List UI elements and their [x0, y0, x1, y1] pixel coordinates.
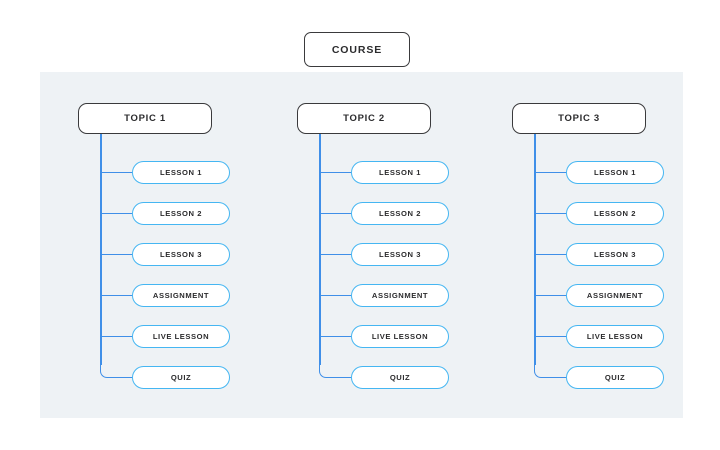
- connector-elbow: [100, 364, 114, 379]
- connector-stub: [100, 335, 132, 338]
- topic-item-row: QUIZ: [512, 364, 672, 389]
- lesson-pill-label: ASSIGNMENT: [586, 291, 644, 300]
- topic-item-row: ASSIGNMENT: [512, 284, 672, 307]
- lesson-pill[interactable]: LIVE LESSON: [566, 325, 664, 348]
- lesson-pill[interactable]: LESSON 3: [351, 243, 449, 266]
- connector-stub: [534, 253, 566, 256]
- lesson-pill[interactable]: LESSON 2: [351, 202, 449, 225]
- topic-node-label: TOPIC 1: [124, 113, 166, 124]
- topic-item-row: LIVE LESSON: [78, 325, 238, 348]
- course-node[interactable]: COURSE: [304, 32, 410, 67]
- lesson-pill-label: LESSON 3: [594, 250, 636, 259]
- lesson-pill-label: LESSON 2: [594, 209, 636, 218]
- lesson-pill[interactable]: ASSIGNMENT: [351, 284, 449, 307]
- topic-item-row: LESSON 1: [512, 161, 672, 184]
- topic-node-2[interactable]: TOPIC 2: [297, 103, 431, 134]
- connector-trunk-1: [100, 134, 102, 365]
- connector-stub: [534, 212, 566, 215]
- connector-stub: [319, 253, 351, 256]
- lesson-pill-label: QUIZ: [170, 373, 192, 382]
- connector-stub: [100, 253, 132, 256]
- connector-stub: [319, 335, 351, 338]
- lesson-pill[interactable]: QUIZ: [132, 366, 230, 389]
- connector-stub: [100, 212, 132, 215]
- course-node-label: COURSE: [331, 43, 383, 56]
- lesson-pill[interactable]: LESSON 1: [566, 161, 664, 184]
- lesson-pill-label: LESSON 1: [379, 168, 421, 177]
- lesson-pill-label: LESSON 2: [379, 209, 421, 218]
- lesson-pill[interactable]: ASSIGNMENT: [132, 284, 230, 307]
- topic-column-3: TOPIC 3 LESSON 1 LESSON 2 LESSON 3 ASSIGNME…: [512, 103, 672, 403]
- topic-item-row: QUIZ: [297, 364, 457, 389]
- lesson-pill[interactable]: LIVE LESSON: [351, 325, 449, 348]
- connector-stub: [319, 171, 351, 174]
- topic-item-row: ASSIGNMENT: [78, 284, 238, 307]
- topic-node-label: TOPIC 3: [558, 113, 600, 124]
- topic-node-3[interactable]: TOPIC 3: [512, 103, 646, 134]
- topic-item-row: LESSON 1: [297, 161, 457, 184]
- connector-stub: [319, 212, 351, 215]
- topic-node-1[interactable]: TOPIC 1: [78, 103, 212, 134]
- lesson-pill[interactable]: LIVE LESSON: [132, 325, 230, 348]
- topic-item-row: LESSON 2: [78, 202, 238, 225]
- connector-stub: [113, 376, 132, 379]
- connector-stub: [319, 294, 351, 297]
- lesson-pill-label: LESSON 3: [160, 250, 202, 259]
- connector-trunk-2: [319, 134, 321, 365]
- lesson-pill[interactable]: QUIZ: [566, 366, 664, 389]
- lesson-pill-label: LESSON 1: [160, 168, 202, 177]
- lesson-pill[interactable]: LESSON 1: [132, 161, 230, 184]
- topic-item-row: LESSON 3: [297, 243, 457, 266]
- lesson-pill-label: LESSON 2: [160, 209, 202, 218]
- connector-stub: [100, 294, 132, 297]
- topic-item-row: LIVE LESSON: [297, 325, 457, 348]
- lesson-pill[interactable]: LESSON 3: [566, 243, 664, 266]
- lesson-pill[interactable]: QUIZ: [351, 366, 449, 389]
- lesson-pill-label: LIVE LESSON: [586, 332, 644, 341]
- lesson-pill-label: LIVE LESSON: [152, 332, 210, 341]
- lesson-pill[interactable]: LESSON 1: [351, 161, 449, 184]
- topic-item-row: LESSON 3: [78, 243, 238, 266]
- topic-item-row: QUIZ: [78, 364, 238, 389]
- topic-item-row: LIVE LESSON: [512, 325, 672, 348]
- lesson-pill[interactable]: ASSIGNMENT: [566, 284, 664, 307]
- lesson-pill-label: QUIZ: [389, 373, 411, 382]
- connector-stub: [547, 376, 566, 379]
- topic-item-row: LESSON 1: [78, 161, 238, 184]
- topic-item-row: LESSON 2: [297, 202, 457, 225]
- connector-trunk-3: [534, 134, 536, 365]
- topic-item-row: ASSIGNMENT: [297, 284, 457, 307]
- lesson-pill-label: ASSIGNMENT: [152, 291, 210, 300]
- topic-item-row: LESSON 2: [512, 202, 672, 225]
- connector-elbow: [319, 364, 333, 379]
- topic-column-1: TOPIC 1 LESSON 1 LESSON 2 LESSON 3 ASSIGNME…: [78, 103, 238, 403]
- topic-column-2: TOPIC 2 LESSON 1 LESSON 2 LESSON 3 ASSIGNME…: [297, 103, 457, 403]
- connector-elbow: [534, 364, 548, 379]
- topic-node-label: TOPIC 2: [343, 113, 385, 124]
- lesson-pill[interactable]: LESSON 2: [132, 202, 230, 225]
- connector-stub: [100, 171, 132, 174]
- lesson-pill[interactable]: LESSON 3: [132, 243, 230, 266]
- lesson-pill[interactable]: LESSON 2: [566, 202, 664, 225]
- connector-stub: [534, 294, 566, 297]
- connector-stub: [534, 171, 566, 174]
- lesson-pill-label: QUIZ: [604, 373, 626, 382]
- lesson-pill-label: LESSON 1: [594, 168, 636, 177]
- lesson-pill-label: ASSIGNMENT: [371, 291, 429, 300]
- connector-stub: [534, 335, 566, 338]
- lesson-pill-label: LESSON 3: [379, 250, 421, 259]
- topic-item-row: LESSON 3: [512, 243, 672, 266]
- lesson-pill-label: LIVE LESSON: [371, 332, 429, 341]
- connector-stub: [332, 376, 351, 379]
